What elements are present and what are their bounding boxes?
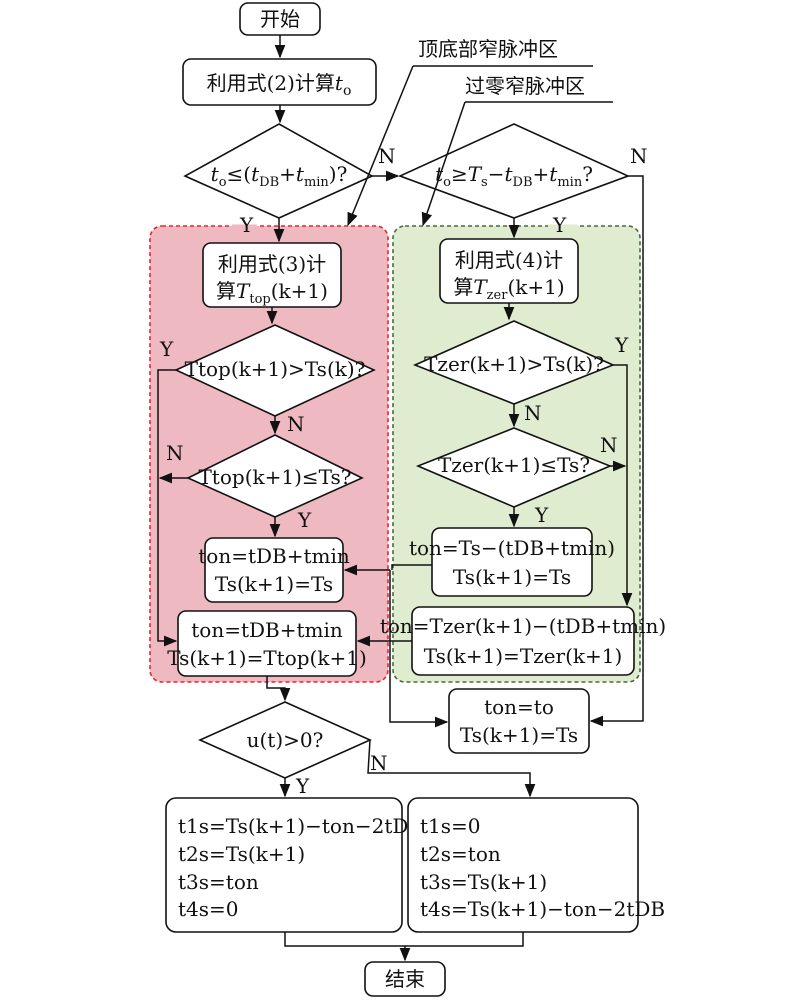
calc-ttop-line1: 利用式(3)计 — [218, 252, 326, 276]
box-default — [448, 688, 590, 754]
box-top-b-l2: Ts(k+1)=Ttop(k+1) — [167, 646, 367, 670]
no-label-7: N — [370, 751, 388, 775]
result-neg-3: t4s=Ts(k+1)−ton−2tDB — [420, 897, 665, 921]
yes-label-4: Y — [297, 508, 312, 532]
yes-label-2: Y — [552, 213, 567, 237]
result-pos-2: t3s=ton — [178, 870, 259, 894]
end-label: 结束 — [385, 967, 425, 991]
box-zer-a-l2: Ts(k+1)=Ts — [453, 565, 571, 589]
top-bottom-zone-label: 顶底部窄脉冲区 — [418, 37, 558, 61]
no-label-1: N — [378, 144, 396, 168]
no-label-5: N — [524, 401, 542, 425]
yes-label-1: Y — [239, 213, 254, 237]
box-top-b-l1: ton=tDB+tmin — [191, 618, 343, 642]
box-default-l1: ton=to — [484, 695, 554, 719]
box-zer-a-l1: ton=Ts−(tDB+tmin) — [409, 536, 615, 560]
yes-label-3: Y — [159, 337, 174, 361]
connectors — [157, 35, 644, 962]
check-zer-2-label: Tzer(k+1)≤Ts? — [438, 453, 590, 477]
box-zer-a — [431, 527, 593, 597]
yes-label-5: Y — [614, 333, 629, 357]
no-label-3: N — [287, 412, 305, 436]
decision-u-label: u(t)>0? — [247, 728, 324, 752]
box-zer-b-l1: ton=Tzer(k+1)−(tDB+tmin) — [380, 614, 666, 638]
yes-label-6: Y — [534, 503, 549, 527]
no-label-2: N — [630, 144, 648, 168]
start-label: 开始 — [260, 7, 300, 31]
box-default-l2: Ts(k+1)=Ts — [460, 723, 578, 747]
result-pos-0: t1s=Ts(k+1)−ton−2tDB — [178, 814, 423, 838]
compute-to-label: 利用式(2)计算to — [207, 71, 352, 99]
result-pos-1: t2s=Ts(k+1) — [178, 842, 305, 866]
end-node — [364, 961, 446, 997]
result-pos-3: t4s=0 — [178, 897, 239, 921]
decision-2-label: to≥Ts−tDB+tmin? — [435, 162, 593, 190]
check-top-2-label: Ttop(k+1)≤Ts? — [198, 465, 351, 489]
result-positive-box — [165, 797, 403, 933]
zero-cross-zone-label: 过零窄脉冲区 — [465, 74, 585, 98]
no-label-6: N — [600, 433, 618, 457]
calc-tzer-line1: 利用式(4)计 — [455, 248, 563, 272]
box-top-a-l1: ton=tDB+tmin — [198, 544, 350, 568]
result-neg-0: t1s=0 — [420, 814, 481, 838]
box-top-a-l2: Ts(k+1)=Ts — [215, 572, 333, 596]
calc-ttop-line2: 算Ttop(k+1) — [216, 279, 328, 307]
result-neg-1: t2s=ton — [420, 842, 501, 866]
no-label-4: N — [166, 441, 184, 465]
box-top-a — [204, 537, 344, 603]
calc-tzer-line2: 算Tzer(k+1) — [453, 275, 564, 303]
check-zer-1-label: Tzer(k+1)>Ts(k)? — [424, 352, 604, 376]
box-zer-b-l2: Ts(k+1)=Tzer(k+1) — [424, 644, 623, 668]
result-neg-2: t3s=Ts(k+1) — [420, 870, 547, 894]
check-top-1-label: Ttop(k+1)>Ts(k)? — [185, 357, 366, 381]
yes-label-7: Y — [295, 774, 310, 798]
decision-1-label: to≤(tDB+tmin)? — [211, 162, 348, 190]
